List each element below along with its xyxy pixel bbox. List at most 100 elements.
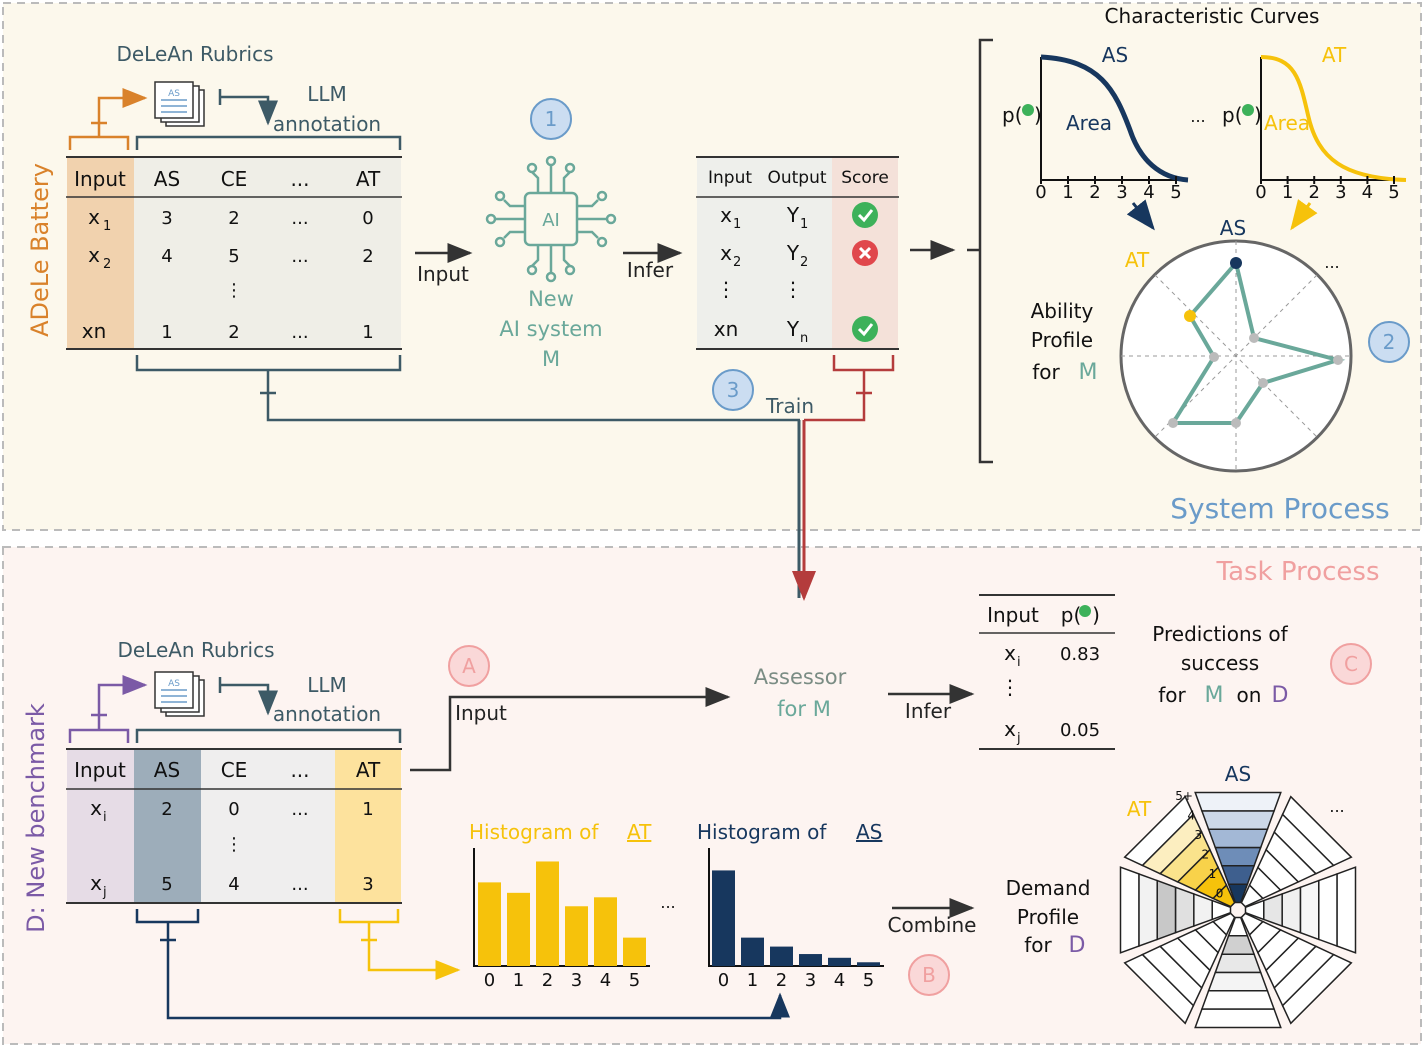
curve-tick-label: 1 — [1282, 182, 1293, 203]
curve-tick-label: 3 — [1116, 182, 1127, 203]
system-table-cell: 2 — [228, 322, 239, 343]
demand-segment — [1194, 791, 1282, 812]
at-p-close: ) — [1254, 103, 1262, 127]
hist-at-bar — [594, 897, 617, 966]
results-output-subscript: 1 — [800, 217, 808, 232]
at-p-check-icon — [1242, 104, 1254, 116]
system-train-bracket — [135, 355, 800, 422]
radar-at-point — [1184, 310, 1196, 322]
demand-segment — [1200, 990, 1276, 1010]
pred-check-icon — [1079, 605, 1091, 617]
system-table-header: CE — [221, 167, 248, 191]
task-table-as-col — [134, 750, 201, 902]
results-output-subscript: n — [800, 331, 808, 346]
demand-dots: ... — [1329, 797, 1344, 816]
pred-value-cell: 0.05 — [1060, 720, 1100, 741]
hist-as-bar — [770, 946, 793, 966]
hist-as-bar — [857, 962, 880, 966]
results-output-cell: ⋮ — [783, 277, 803, 301]
curve-tick-label: 0 — [1035, 182, 1046, 203]
ai-chip-label: AI — [542, 210, 560, 231]
demand-segment — [1214, 846, 1262, 867]
results-table-header: Input — [708, 168, 752, 188]
demand-segment — [1281, 795, 1353, 867]
task-table-subscript: j — [102, 885, 107, 900]
results-output-cell: Y — [786, 203, 800, 227]
hist-at-tick-label: 4 — [600, 970, 611, 991]
task-table-at-col — [335, 750, 401, 902]
at-curve-label: AT — [1322, 43, 1347, 67]
results-input-cell: ⋮ — [716, 277, 736, 301]
task-table-header: Input — [74, 758, 126, 782]
step-a-badge[interactable]: A — [462, 654, 476, 678]
radar-as-point — [1230, 257, 1242, 269]
pred-header-p: p( — [1061, 603, 1082, 627]
system-table-cell: ⋮ — [225, 280, 243, 301]
demand-segment — [1281, 886, 1302, 934]
hist-at-bar — [536, 861, 559, 966]
hist-at-tick-label: 5 — [629, 970, 640, 991]
results-output-subscript: 2 — [800, 255, 808, 270]
system-table-body — [134, 158, 401, 348]
new-system-line1: New — [528, 287, 574, 311]
results-output-cell: Y — [786, 317, 800, 341]
demand-level-label: 2 — [1202, 847, 1210, 861]
curves-bracket — [967, 38, 993, 464]
demand-segment — [1174, 886, 1195, 934]
results-input-subscript: 2 — [733, 255, 741, 270]
task-table-cell: x — [90, 871, 102, 895]
system-annotation-label: annotation — [273, 112, 381, 136]
results-input-cell: x — [720, 241, 732, 265]
demand-line2: Profile — [1017, 905, 1079, 929]
pred-input-subscript: i — [1017, 655, 1021, 670]
task-slate-arrow — [218, 677, 268, 713]
pred-line1: Predictions of — [1152, 622, 1288, 646]
task-as-bracket — [135, 909, 780, 1018]
step-c-badge[interactable]: C — [1344, 652, 1358, 676]
task-table-cell: ... — [291, 874, 308, 895]
ability-points — [1168, 333, 1343, 428]
radar-at-label: AT — [1125, 248, 1150, 272]
system-table-cell: 1 — [362, 322, 373, 343]
demand-level-label: 1 — [1209, 867, 1217, 881]
as-area-label: Area — [1066, 111, 1112, 135]
system-llm-label: LLM — [307, 82, 347, 106]
step-2-badge[interactable]: 2 — [1383, 330, 1396, 354]
curve-tick-label: 0 — [1255, 182, 1266, 203]
task-table-header: AT — [356, 758, 381, 782]
demand-level-label: 0 — [1216, 886, 1224, 900]
hist-at-bar — [623, 937, 646, 966]
task-table-header: ... — [290, 758, 309, 782]
hist-at-tick-label: 2 — [542, 970, 553, 991]
step-b-badge[interactable]: B — [922, 963, 936, 987]
task-table-cell: 3 — [362, 874, 373, 895]
step-3-badge[interactable]: 3 — [727, 378, 740, 402]
hist-at-tick-label: 0 — [484, 970, 495, 991]
demand-segment — [1119, 866, 1140, 954]
pred-d: D — [1272, 683, 1289, 708]
ability-line1: Ability — [1031, 299, 1094, 323]
system-table-cell: 4 — [161, 246, 172, 267]
check-mark — [857, 209, 874, 223]
demand-segment — [1156, 879, 1177, 941]
at-area-label: Area — [1264, 111, 1310, 135]
task-rubrics-label: DeLeAn Rubrics — [117, 638, 274, 662]
demand-level-label: 4 — [1187, 808, 1195, 822]
system-table-cell: ... — [291, 208, 308, 229]
task-table-subscript: i — [103, 810, 107, 825]
task-input-label: Input — [455, 701, 507, 725]
hist-at-prefix: Histogram of — [469, 820, 599, 844]
ability-line2: Profile — [1031, 328, 1093, 352]
pred-for: for — [1158, 683, 1186, 707]
task-llm-label: LLM — [307, 673, 347, 697]
results-table-header: Score — [841, 168, 889, 188]
step-1-badge[interactable]: 1 — [545, 107, 558, 131]
assessor-line1: Assessor — [754, 665, 847, 689]
at-p-label: p( — [1222, 103, 1243, 127]
ability-line3: for — [1032, 360, 1060, 384]
